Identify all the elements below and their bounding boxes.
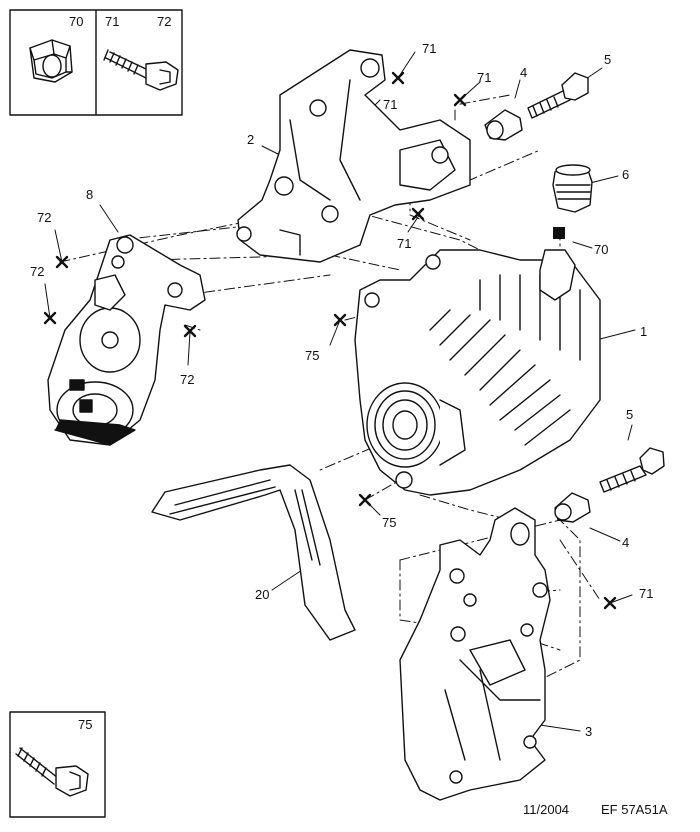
callout-71-a: 71	[422, 41, 437, 56]
callout-71-b: 71	[477, 70, 492, 85]
inset-code-71: 71	[105, 14, 120, 29]
bushing-upper	[484, 109, 523, 141]
bolt-upper	[527, 72, 589, 119]
callout-4-upper: 4	[520, 65, 528, 80]
nut-icon	[29, 39, 73, 83]
screw-icon	[15, 747, 89, 797]
callout-5-upper: 5	[604, 52, 612, 67]
upper-bracket	[236, 49, 471, 263]
inset-top-frame	[9, 9, 183, 116]
callout-2: 2	[247, 132, 255, 147]
callout-3: 3	[585, 724, 593, 739]
inset-code-72: 72	[157, 14, 172, 29]
callout-72-c: 72	[180, 372, 195, 387]
lower-bracket	[399, 507, 551, 801]
callout-8: 8	[86, 187, 94, 202]
leader-lines	[44, 51, 636, 732]
inset-bottom-frame	[9, 711, 106, 818]
callout-71-d: 71	[397, 236, 412, 251]
callout-20: 20	[255, 587, 270, 602]
inset-code-75: 75	[78, 717, 93, 732]
callout-75-a: 75	[305, 348, 320, 363]
bushing-lower	[554, 492, 591, 523]
footer-reference: EF 57A51A	[601, 802, 668, 817]
callout-6: 6	[622, 167, 630, 182]
callout-72-b: 72	[30, 264, 45, 279]
belt-tensioner	[47, 234, 206, 446]
bolt-lower	[599, 447, 665, 493]
bolt-icon	[103, 49, 179, 91]
footer-date: 11/2004	[523, 802, 570, 817]
callout-5-lower: 5	[626, 407, 634, 422]
cap	[552, 164, 593, 213]
callout-71-c: 71	[383, 97, 398, 112]
callout-75-b: 75	[382, 515, 397, 530]
square-marker	[553, 227, 565, 239]
callout-72-a: 72	[37, 210, 52, 225]
callout-1: 1	[640, 324, 648, 339]
callout-70: 70	[594, 242, 609, 257]
alternator	[354, 249, 601, 496]
drive-belt	[151, 464, 356, 641]
inset-code-70: 70	[69, 14, 84, 29]
callout-71-e: 71	[639, 586, 654, 601]
callout-4-lower: 4	[622, 535, 630, 550]
